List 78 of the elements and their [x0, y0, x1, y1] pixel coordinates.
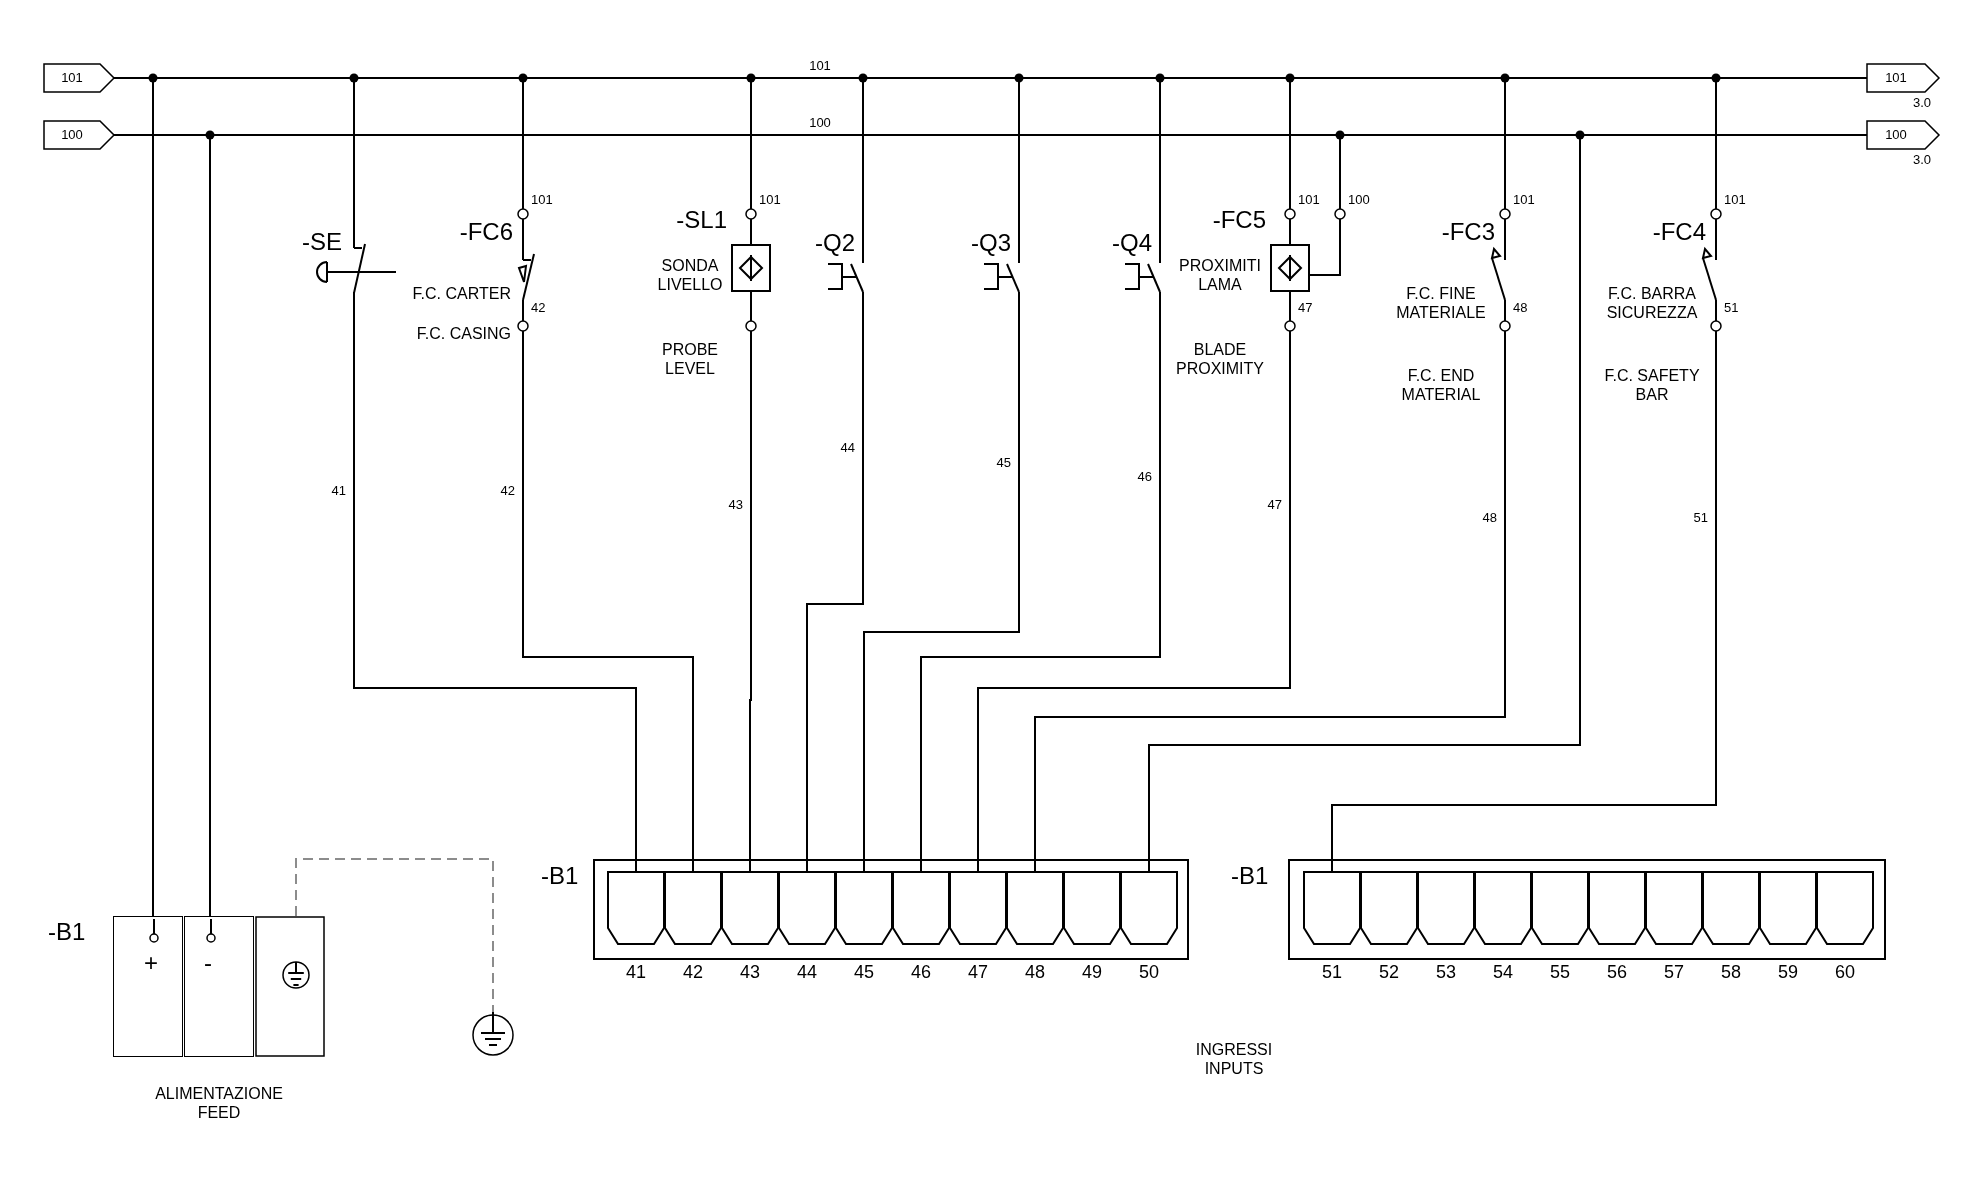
component-description: F.C. BARRA SICUREZZA [1605, 284, 1699, 323]
terminal-number: 101 [1513, 192, 1535, 208]
block-tag: -B1 [1231, 862, 1269, 891]
connector-label: 101 [1884, 70, 1908, 86]
terminal-number: 101 [1724, 192, 1746, 208]
terminal-number: 48 [1024, 962, 1046, 984]
terminal-number: 57 [1663, 962, 1685, 984]
block-tag: -B1 [48, 918, 86, 947]
terminal-number: 49 [1081, 962, 1103, 984]
supply-terminal [184, 916, 254, 1057]
earth-symbol [470, 1012, 516, 1058]
terminal-number: 52 [1378, 962, 1400, 984]
terminal-number: 51 [1321, 962, 1343, 984]
component-description: F.C. FINE MATERIALE [1395, 284, 1487, 323]
component-tag: -FC4 [1652, 218, 1706, 247]
wire [749, 394, 752, 873]
terminal-number: 60 [1834, 962, 1856, 984]
off-page-connector [44, 64, 114, 92]
section-caption: INGRESSI INPUTS [1195, 1040, 1273, 1079]
terminal-number: 42 [531, 300, 546, 316]
wire [1034, 419, 1506, 873]
wire [353, 299, 637, 873]
wire [977, 394, 1291, 873]
supply-terminal [113, 916, 183, 1057]
wire [522, 349, 694, 873]
terminal-number: 42 [682, 962, 704, 984]
component-description: SONDA LIVELLO [657, 256, 723, 295]
component-tag: -FC5 [1212, 206, 1266, 235]
component-tag: -FC3 [1441, 218, 1495, 247]
component-tag: -SL1 [676, 206, 727, 235]
terminal-number: 41 [625, 962, 647, 984]
polarity-sign: - [204, 949, 212, 978]
connector-label: 101 [60, 70, 84, 86]
sheet-reference: 3.0 [1912, 152, 1931, 168]
component-tag: -Q4 [1112, 229, 1152, 258]
connector-label: 100 [1884, 127, 1908, 143]
terminal-number: 43 [739, 962, 761, 984]
polarity-sign: + [144, 949, 158, 978]
wire [295, 858, 494, 1013]
wire [920, 299, 1161, 873]
off-page-connector [44, 121, 114, 149]
component-description: BLADE PROXIMITY [1176, 340, 1264, 379]
sheet-reference: 3.0 [1912, 95, 1931, 111]
terminal-number: 51 [1724, 300, 1739, 316]
terminal-number: 54 [1492, 962, 1514, 984]
wire [863, 299, 1020, 873]
component-description: F.C. END MATERIAL [1400, 366, 1482, 405]
terminal-number: 101 [1298, 192, 1320, 208]
component-description: F.C. CASING [416, 324, 511, 344]
component-tag: -FC6 [459, 218, 513, 247]
terminal-number: 58 [1720, 962, 1742, 984]
component-tag: -SE [302, 228, 342, 257]
terminal-number: 45 [853, 962, 875, 984]
terminal-number: 53 [1435, 962, 1457, 984]
terminal-number: 47 [1298, 300, 1313, 316]
connector-label: 100 [60, 127, 84, 143]
component-description: F.C. SAFETY BAR [1603, 366, 1701, 405]
wire [1331, 419, 1717, 873]
component-tag: -Q2 [815, 229, 855, 258]
block-caption: ALIMENTAZIONE FEED [155, 1084, 283, 1123]
terminal-number: 48 [1513, 300, 1528, 316]
component-description: F.C. CARTER [412, 284, 511, 304]
terminal-number: 50 [1138, 962, 1160, 984]
terminal-number: 101 [759, 192, 781, 208]
terminal-number: 55 [1549, 962, 1571, 984]
wire [806, 299, 864, 873]
terminal-number: 101 [531, 192, 553, 208]
component-description: PROBE LEVEL [662, 340, 718, 379]
terminal-number: 56 [1606, 962, 1628, 984]
terminal-number: 47 [967, 962, 989, 984]
component-description: PROXIMITI LAMA [1179, 256, 1261, 295]
component-tag: -Q3 [971, 229, 1011, 258]
earth-terminal [255, 916, 325, 1057]
terminal-number: 100 [1348, 192, 1370, 208]
terminal-number: 59 [1777, 962, 1799, 984]
block-tag: -B1 [541, 862, 579, 891]
terminal-number: 46 [910, 962, 932, 984]
terminal-number: 44 [796, 962, 818, 984]
